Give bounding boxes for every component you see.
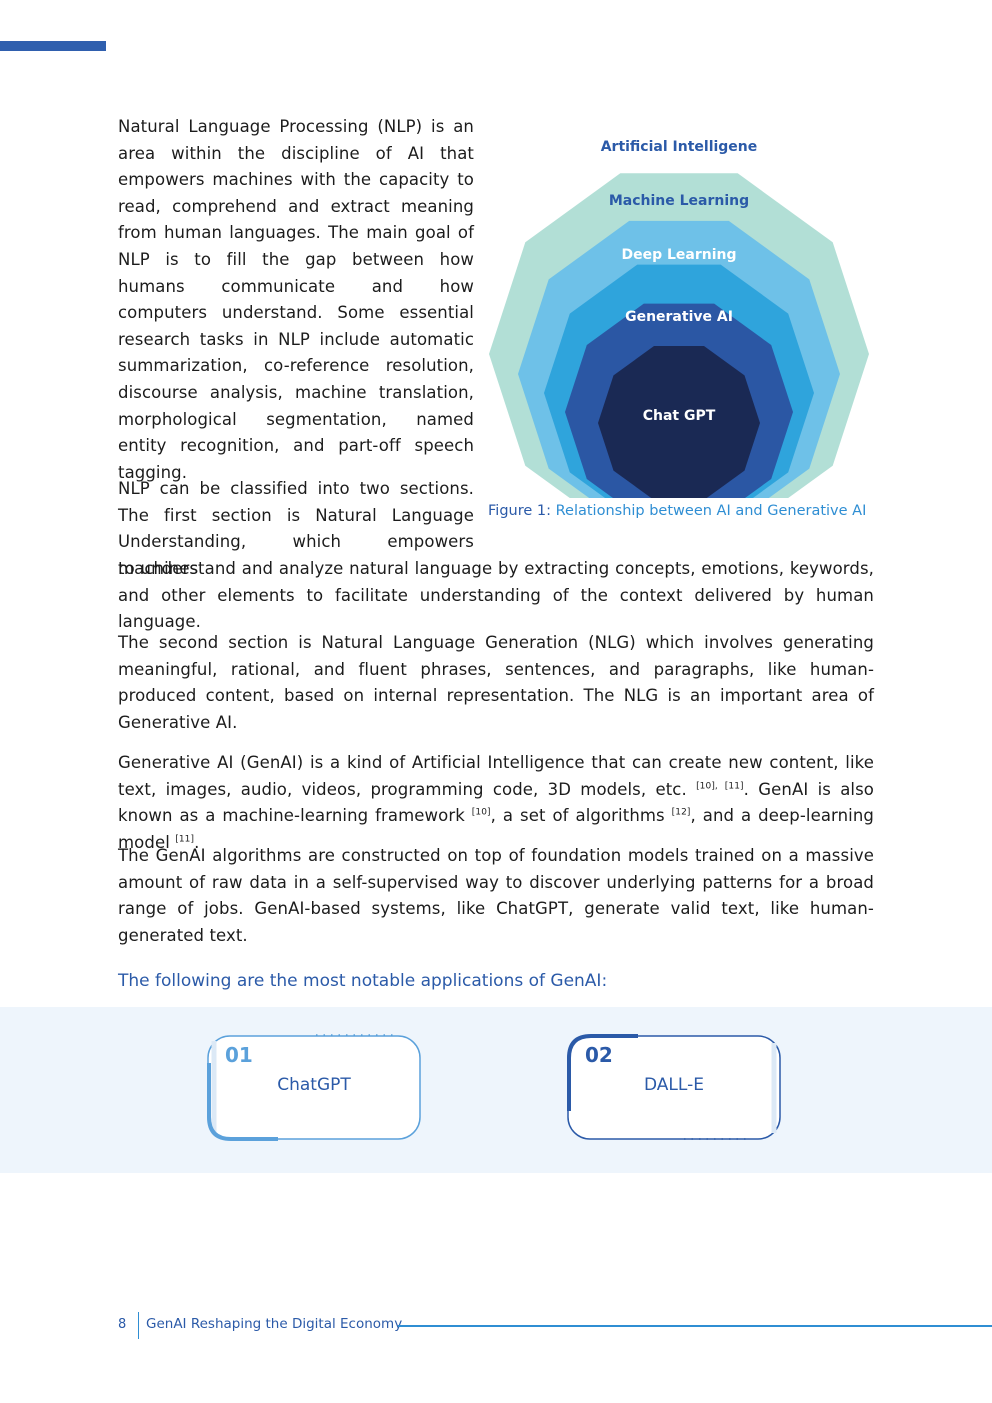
page-number: 8 (118, 1317, 127, 1332)
applications-heading: The following are the most notable appli… (118, 971, 608, 991)
citation: [11] (175, 834, 195, 845)
text-run: . (194, 832, 200, 852)
figure-caption-text: Relationship between AI and Generative A… (551, 503, 867, 519)
citation: [12] (671, 807, 691, 818)
paragraph-nlp-sections-start: NLP can be classified into two sections.… (118, 479, 474, 578)
card-number: 02 (585, 1043, 613, 1067)
applications-band (0, 1007, 992, 1173)
layer-label: Artificial Intelligene (601, 139, 758, 155)
application-card-chatgpt: 01 ChatGPT (206, 1033, 422, 1143)
citation: [10], [11] (696, 781, 744, 792)
application-card-dall-e: 02 DALL-E (566, 1033, 782, 1143)
text-run: . GenAI is also known as a machine-learn… (118, 779, 874, 826)
text-run: , and a deep-learning model (118, 806, 874, 852)
citation: [10] (471, 807, 491, 818)
card-number: 01 (225, 1043, 253, 1067)
header-accent-bar (0, 41, 106, 51)
layer-label: Machine Learning (609, 193, 749, 209)
layer-shape (598, 346, 760, 498)
footer-title: GenAI Reshaping the Digital Economy (146, 1316, 403, 1332)
figure-caption: Figure 1: Relationship between AI and Ge… (488, 503, 888, 519)
text-run: , a set of algorithms (490, 806, 672, 826)
text-run: Generative AI (GenAI) is a kind of Artif… (118, 753, 874, 799)
paragraph-genai-algorithms: The GenAI algorithms are constructed on … (118, 846, 874, 945)
paragraph-nlp-sections-rest: to understand and analyze natural langua… (118, 559, 874, 632)
card-frame (207, 1034, 421, 1141)
layer-label: Chat GPT (643, 408, 716, 424)
footer-rule (398, 1325, 992, 1327)
card-title: ChatGPT (277, 1075, 351, 1095)
card-frame (567, 1034, 781, 1140)
card-title: DALL-E (644, 1075, 704, 1095)
footer-divider (138, 1312, 139, 1339)
figure-caption-number: Figure 1: (488, 503, 551, 519)
paragraph-nlp-intro: Natural Language Processing (NLP) is an … (118, 117, 474, 482)
layer-label: Generative AI (625, 309, 733, 325)
paragraph-nlg: The second section is Natural Language G… (118, 633, 874, 732)
paragraph-genai-definition: Generative AI (GenAI) is a kind of Artif… (118, 750, 874, 856)
layer-label: Deep Learning (621, 247, 736, 263)
